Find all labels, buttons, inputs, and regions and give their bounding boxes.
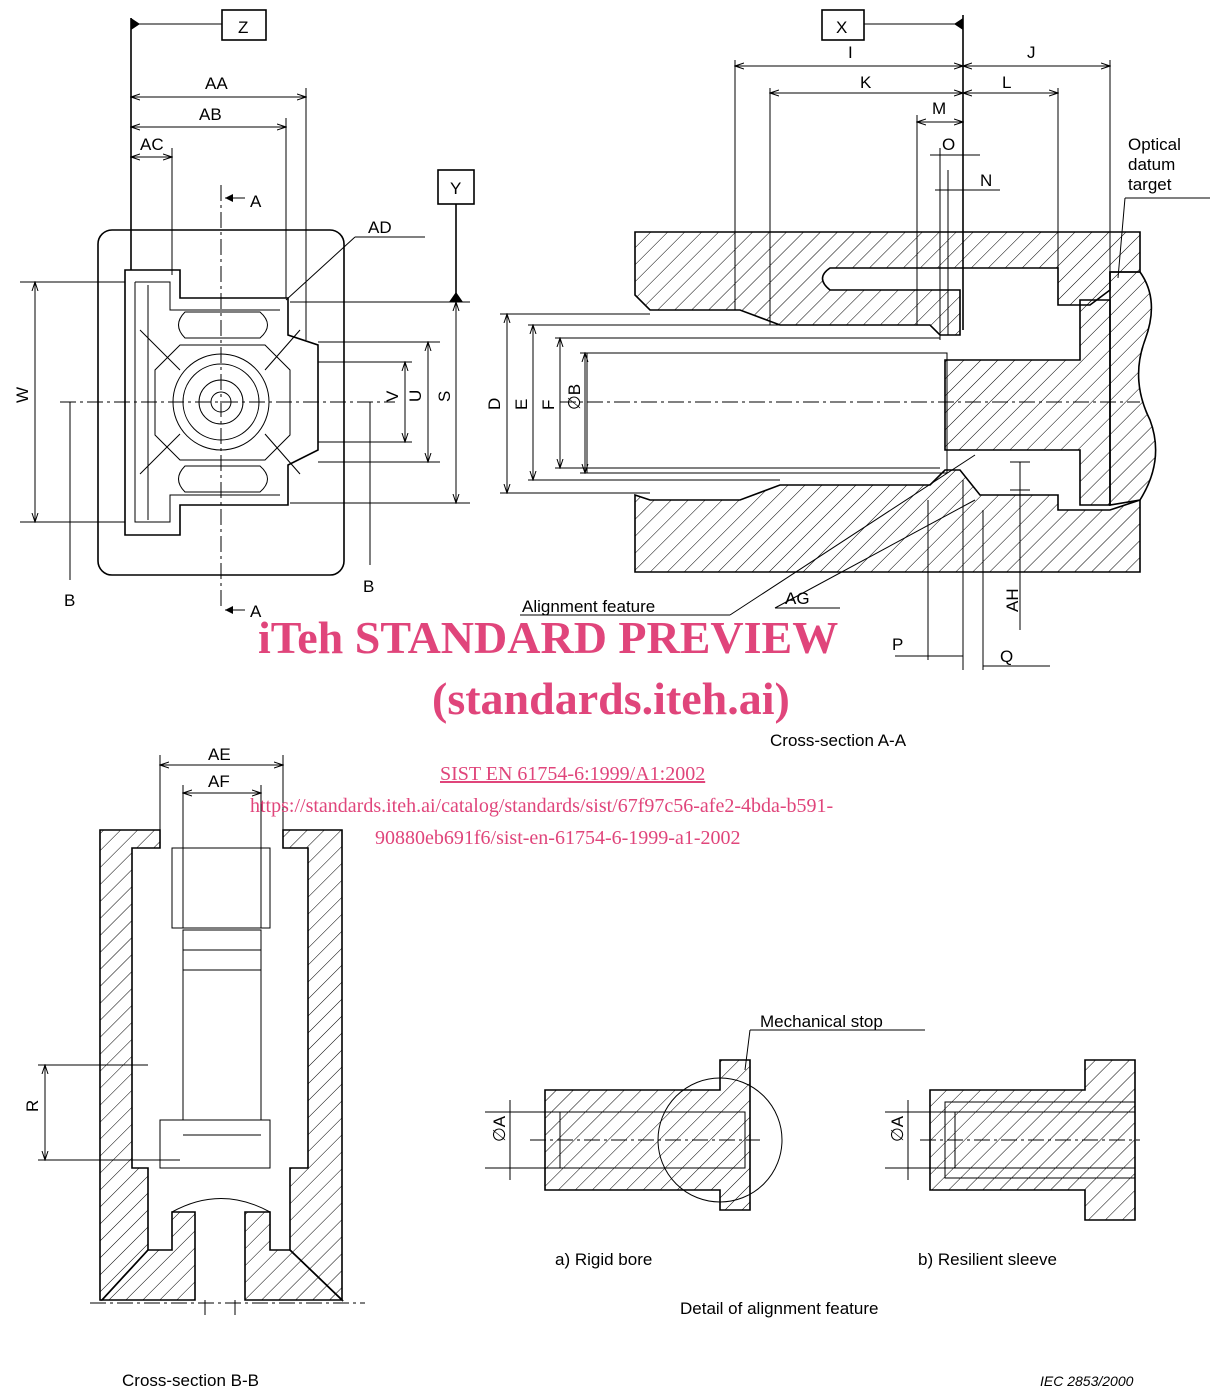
label-ac: AC bbox=[140, 135, 164, 154]
label-ah: AH bbox=[1003, 588, 1022, 612]
caption-resilient-sleeve: b) Resilient sleeve bbox=[918, 1250, 1057, 1269]
label-n: N bbox=[980, 171, 992, 190]
caption-section-aa: Cross-section A-A bbox=[770, 731, 907, 750]
label-ag: AG bbox=[785, 589, 810, 608]
label-p: P bbox=[892, 635, 903, 654]
label-l: L bbox=[1002, 73, 1011, 92]
label-k: K bbox=[860, 73, 872, 92]
detail-resilient-sleeve bbox=[885, 1059, 1140, 1221]
caption-section-bb: Cross-section B-B bbox=[122, 1371, 259, 1390]
detail-rigid-bore bbox=[485, 1029, 925, 1211]
label-b-right: B bbox=[363, 577, 374, 596]
caption-rigid-bore: a) Rigid bore bbox=[555, 1250, 652, 1269]
section-aa bbox=[500, 9, 1210, 670]
front-view bbox=[20, 9, 475, 614]
label-u: U bbox=[406, 390, 425, 402]
label-dia-b: ∅B bbox=[565, 384, 584, 410]
watermark-url-line1[interactable]: https://standards.iteh.ai/catalog/standa… bbox=[250, 795, 833, 817]
label-q: Q bbox=[1000, 647, 1013, 666]
label-d: D bbox=[485, 398, 504, 410]
label-dia-a-left: ∅A bbox=[490, 1115, 509, 1142]
label-ab: AB bbox=[199, 105, 222, 124]
watermark-subtitle: (standards.iteh.ai) bbox=[432, 673, 790, 724]
label-j: J bbox=[1027, 43, 1036, 62]
label-v: V bbox=[383, 390, 402, 402]
watermark-standard-link[interactable]: SIST EN 61754-6:1999/A1:2002 bbox=[440, 763, 705, 785]
caption-detail: Detail of alignment feature bbox=[680, 1299, 878, 1318]
label-af: AF bbox=[208, 772, 230, 791]
label-z: Z bbox=[238, 18, 248, 37]
label-w: W bbox=[13, 387, 32, 403]
watermark-url-line2[interactable]: 90880eb691f6/sist-en-61754-6-1999-a1-200… bbox=[375, 827, 741, 849]
optical-datum-line2: datum bbox=[1128, 155, 1175, 174]
label-f: F bbox=[539, 400, 558, 410]
label-o: O bbox=[942, 135, 955, 154]
watermark-title: iTeh STANDARD PREVIEW bbox=[258, 612, 838, 663]
figure-reference: IEC 2853/2000 bbox=[1040, 1373, 1134, 1389]
label-y: Y bbox=[450, 179, 461, 198]
label-i: I bbox=[848, 43, 853, 62]
section-bb bbox=[38, 755, 365, 1315]
optical-datum-line1: Optical bbox=[1128, 135, 1181, 154]
label-x: X bbox=[836, 18, 847, 37]
label-alignment-feature: Alignment feature bbox=[522, 597, 655, 616]
label-aa: AA bbox=[205, 74, 228, 93]
label-e: E bbox=[512, 399, 531, 410]
label-dia-a-right: ∅A bbox=[888, 1115, 907, 1142]
label-a-bottom: A bbox=[250, 602, 262, 621]
label-a-top: A bbox=[250, 192, 262, 211]
optical-datum-line3: target bbox=[1128, 175, 1172, 194]
label-ad: AD bbox=[368, 218, 392, 237]
label-ae: AE bbox=[208, 745, 231, 764]
label-r: R bbox=[23, 1100, 42, 1112]
label-s: S bbox=[435, 391, 454, 402]
label-b-left: B bbox=[64, 591, 75, 610]
label-mechanical-stop: Mechanical stop bbox=[760, 1012, 883, 1031]
label-m: M bbox=[932, 99, 946, 118]
